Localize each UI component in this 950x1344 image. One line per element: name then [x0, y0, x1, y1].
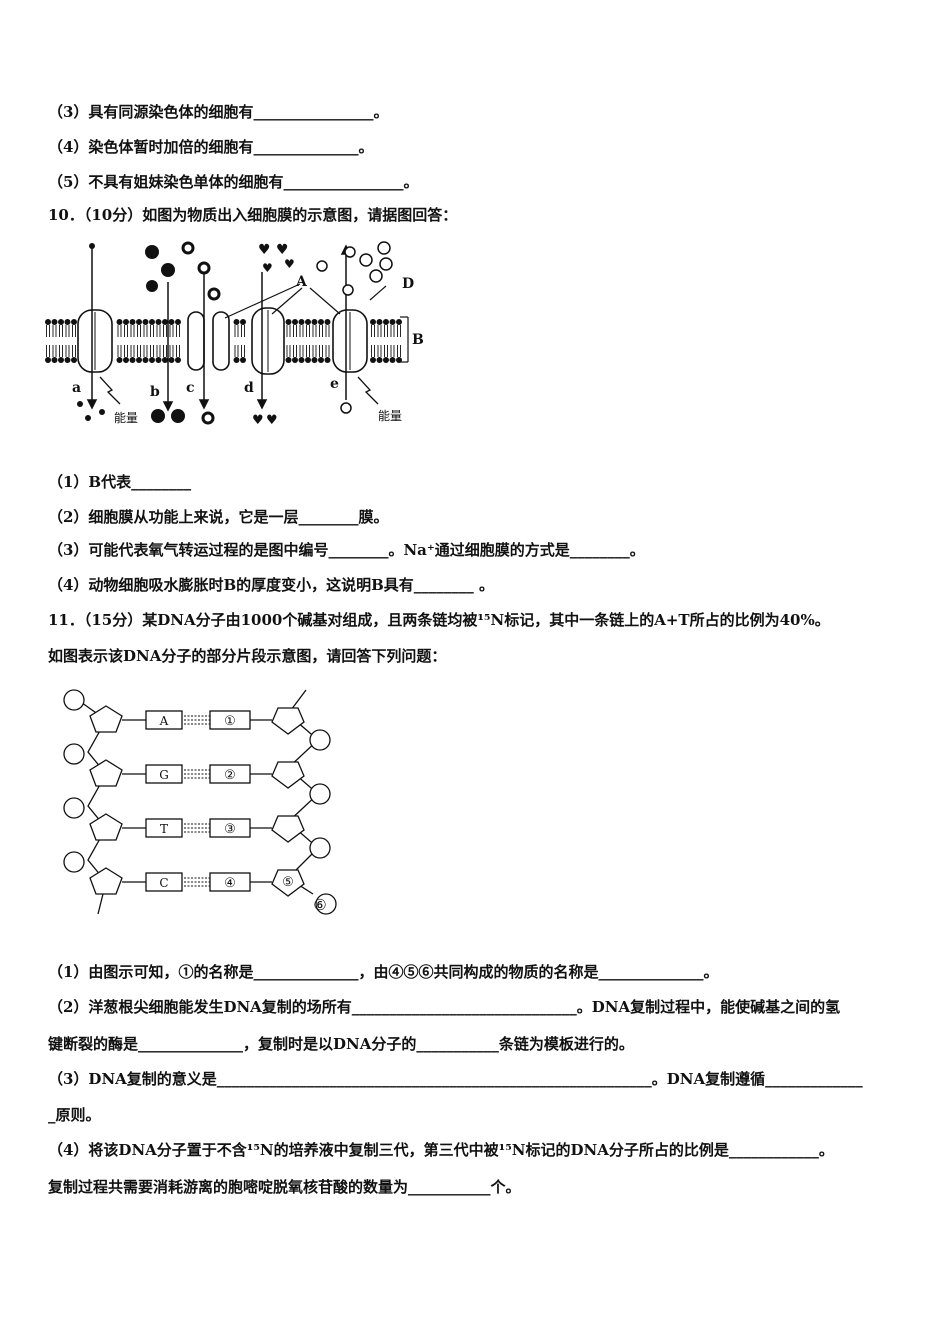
label-a: a [72, 380, 81, 396]
q11-part3-b: _原则。 [48, 1106, 101, 1124]
channel-protein-left [187, 311, 205, 371]
q11-part4-a: （4）将该DNA分子置于不含¹⁵N的培养液中复制三代，第三代中被¹⁵N标记的DN… [48, 1141, 834, 1159]
label-e: e [330, 376, 339, 392]
lipid-bilayer [45, 319, 402, 363]
q10-part4: （4）动物细胞吸水膨胀时B的厚度变小，这说明B具有________ 。 [48, 576, 495, 594]
q10-title: 10．（10分）如图为物质出入细胞膜的示意图，请据图回答： [48, 206, 458, 224]
label-b: B [412, 332, 424, 348]
energy-label-left: 能量 [114, 411, 138, 425]
channel-protein-right [212, 311, 230, 371]
label-a-upper: A [295, 274, 308, 290]
q10-part2: （2）细胞膜从功能上来说，它是一层________膜。 [48, 508, 389, 526]
q9-part3: （3）具有同源染色体的细胞有________________。 [48, 103, 389, 121]
q9-part4: （4）染色体暂时加倍的细胞有______________。 [48, 138, 374, 156]
q11-part2-b: 键断裂的酶是______________，复制时是以DNA分子的________… [48, 1035, 634, 1053]
label-d-lower: d [244, 380, 254, 396]
svg-text:♥: ♥ [284, 257, 295, 271]
energy-label-right: 能量 [378, 409, 402, 423]
label-b-lower: b [150, 384, 160, 400]
membrane-transport-figure: ♥♥ ♥♥ ♥♥ A D B a b c d e 能量 能量 [45, 241, 424, 428]
q11-intro: 如图表示该DNA分子的部分片段示意图，请回答下列问题： [48, 647, 447, 665]
svg-text:♥: ♥ [276, 242, 289, 258]
base-left: T [160, 822, 168, 836]
base-left: A [159, 714, 169, 728]
label-c: c [186, 380, 195, 396]
q9-part5: （5）不具有姐妹染色单体的细胞有________________。 [48, 173, 419, 191]
svg-text:♥: ♥ [252, 413, 264, 428]
label-5: ⑤ [282, 875, 294, 890]
q11-part4-b: 复制过程共需要消耗游离的胞嘧啶脱氧核苷酸的数量为___________个。 [48, 1178, 521, 1196]
q10-part1: （1）B代表________ [48, 473, 192, 491]
svg-text:♥: ♥ [262, 261, 273, 275]
base-left: G [159, 768, 169, 782]
base-left: C [159, 876, 168, 890]
base-right-number: ① [224, 714, 236, 729]
q11-part3-a: （3）DNA复制的意义是____________________________… [48, 1070, 863, 1088]
base-right-number: ③ [224, 822, 236, 837]
base-right-number: ④ [224, 876, 236, 891]
q11-title: 11．（15分）某DNA分子由1000个碱基对组成，且两条链均被¹⁵N标记，其中… [48, 611, 830, 629]
q11-part2-a: （2）洋葱根尖细胞能发生DNA复制的场所有___________________… [48, 998, 841, 1016]
base-right-number: ② [224, 768, 236, 783]
label-d: D [402, 276, 414, 292]
q10-part3: （3）可能代表氧气转运过程的是图中编号________。Na⁺通过细胞膜的方式是… [48, 541, 645, 559]
label-6: ⑥ [313, 896, 326, 914]
svg-text:♥: ♥ [266, 413, 278, 428]
svg-text:♥: ♥ [258, 242, 271, 258]
dna-fragment-figure: A ① G ② T ③ C ④ ⑤ ⑥ [63, 689, 337, 915]
q11-part1: （1）由图示可知，①的名称是______________，由④⑤⑥共同构成的物质… [48, 963, 719, 981]
